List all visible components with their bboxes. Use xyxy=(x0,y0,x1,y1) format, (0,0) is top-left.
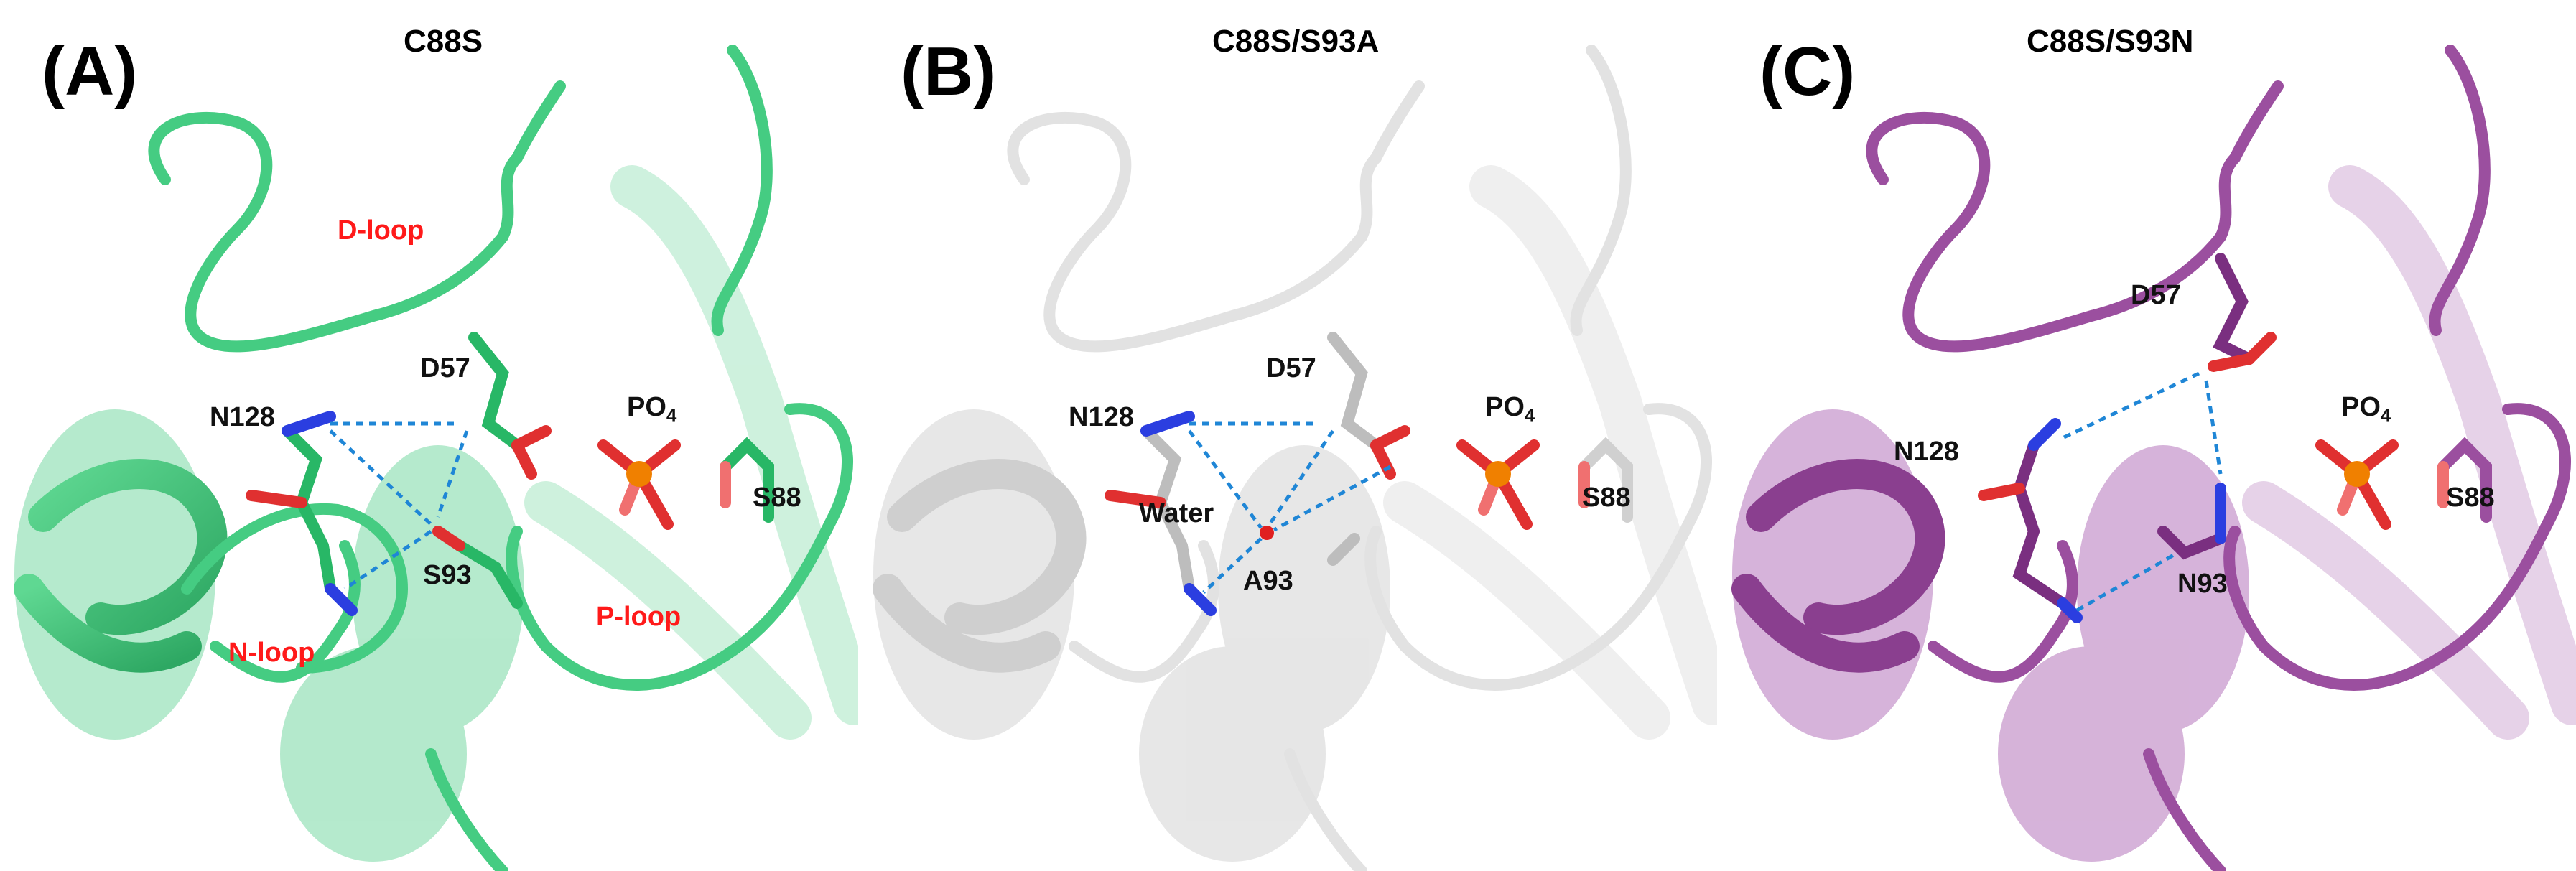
res93-label: S93 xyxy=(423,560,472,590)
po4-label: PO4 xyxy=(627,392,677,427)
s88-label: S88 xyxy=(753,483,801,513)
po4-label: PO4 xyxy=(1485,392,1535,427)
po4-label: PO4 xyxy=(2341,392,2391,427)
n-loop-label: N-loop xyxy=(228,638,315,668)
water-molecule xyxy=(1260,526,1274,540)
panel-letter: (A) xyxy=(42,33,138,110)
s88-label: S88 xyxy=(1582,483,1631,513)
structure-image-c xyxy=(1731,45,2576,871)
structure-image-a xyxy=(14,45,858,871)
panel-title: C88S/S93N xyxy=(2027,24,2194,59)
n128-label: N128 xyxy=(1894,437,1959,467)
p-loop-label: P-loop xyxy=(596,602,682,632)
panel-b: (B) C88S/S93A D57 N128 PO4 S88 Water A93 xyxy=(859,0,1717,871)
panel-letter: (C) xyxy=(1759,33,1856,110)
panel-c: (C) C88S/S93N D57 N128 PO4 S88 N93 xyxy=(1718,0,2576,871)
d57-label: D57 xyxy=(2131,280,2181,310)
n128-label: N128 xyxy=(1069,402,1134,432)
panel-title: C88S/S93A xyxy=(1212,24,1380,59)
water-label: Water xyxy=(1139,498,1214,528)
panel-title: C88S xyxy=(404,24,483,59)
panel-letter: (B) xyxy=(901,33,997,110)
d57-label: D57 xyxy=(1266,353,1316,383)
res93-label: N93 xyxy=(2177,569,2228,599)
d-loop-label: D-loop xyxy=(338,215,424,246)
s88-label: S88 xyxy=(2446,483,2495,513)
res93-label: A93 xyxy=(1243,566,1293,596)
structure-image-b xyxy=(873,45,1717,871)
n128-label: N128 xyxy=(210,402,275,432)
d57-label: D57 xyxy=(420,353,470,383)
panel-a: (A) C88S D-loop D57 N128 PO4 S88 S93 P-l… xyxy=(0,0,858,871)
